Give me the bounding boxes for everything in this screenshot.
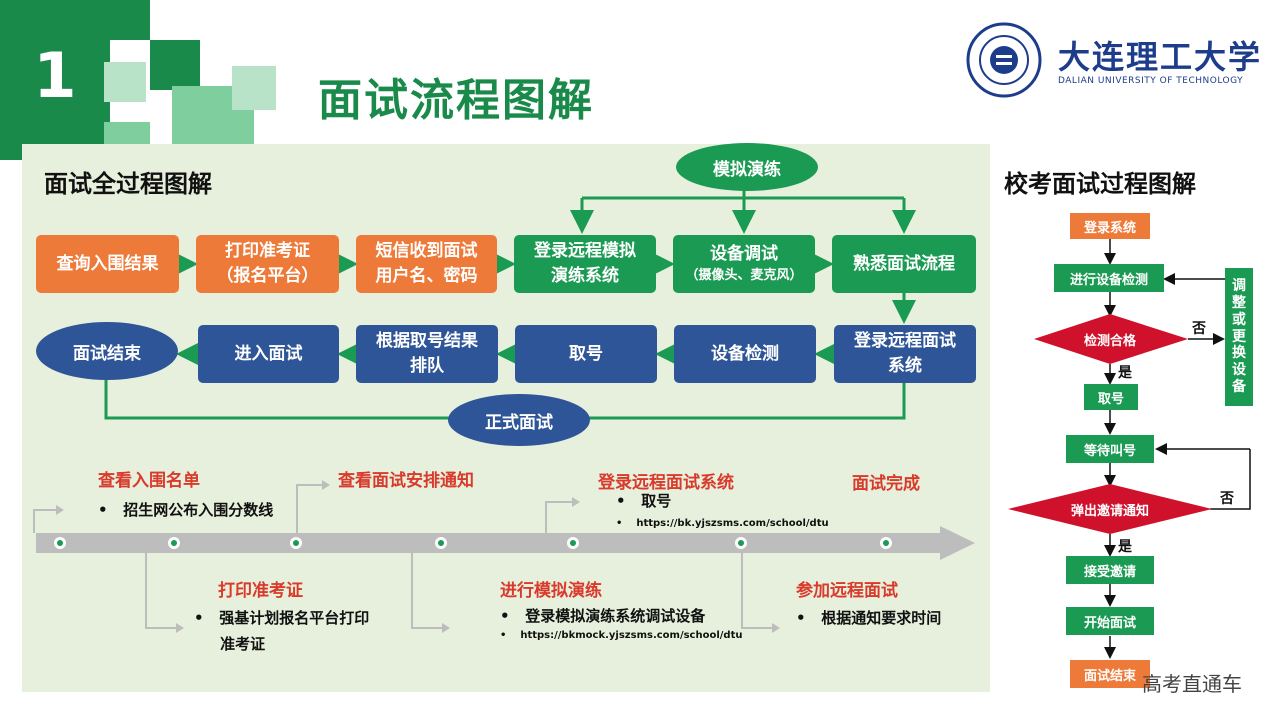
familiarize-step: 熟悉面试流程	[832, 235, 976, 293]
university-seal-icon	[966, 22, 1042, 98]
yes-label: 是	[1118, 365, 1132, 381]
page-title: 面试流程图解	[318, 75, 594, 126]
timeline-dot	[168, 537, 180, 549]
login-system-step: 登录系统	[1070, 213, 1150, 239]
invitation-decision: 弹出邀请通知	[1070, 503, 1149, 519]
device-check-step: 设备检测	[674, 325, 816, 383]
adjust-device-box: 调整或 更换设 备	[1225, 268, 1253, 406]
print-ticket-step: 打印准考证（报名平台）	[196, 235, 339, 293]
query-result-step: 查询入围结果	[36, 235, 179, 293]
formal-interview-node: 正式面试	[448, 394, 590, 446]
login-simulation-step: 登录远程模拟演练系统	[514, 235, 656, 293]
timeline-dot	[290, 537, 302, 549]
no-label: 否	[1220, 491, 1234, 507]
timeline-heading: 查看面试安排通知	[338, 471, 474, 491]
deco-square	[104, 62, 146, 102]
deco-square	[110, 0, 150, 40]
device-debug-step: 设备调试（摄像头、麦克风）	[673, 235, 815, 293]
panel-title: 面试全过程图解	[44, 170, 212, 198]
timeline-heading: 打印准考证	[218, 581, 303, 601]
interview-end-node: 面试结束	[36, 322, 178, 380]
timeline-dot	[567, 537, 579, 549]
timeline-url: • https://bk.yjszsms.com/school/dtu	[616, 518, 829, 529]
sms-credentials-step: 短信收到面试用户名、密码	[356, 235, 497, 293]
simulation-node: 模拟演练	[676, 143, 818, 191]
check-pass-decision: 检测合格	[1083, 333, 1136, 349]
timeline-heading: 登录远程面试系统	[598, 473, 734, 493]
timeline-item: • 根据通知要求时间	[796, 609, 942, 627]
timeline-dot	[435, 537, 447, 549]
deco-square	[150, 40, 200, 90]
start-interview-step: 开始面试	[1066, 607, 1154, 635]
timeline-item: • 强基计划报名平台打印 准考证	[194, 609, 370, 653]
timeline-dot	[54, 537, 66, 549]
timeline-dot	[880, 537, 892, 549]
take-number-flow-step: 取号	[1084, 384, 1138, 410]
no-label: 否	[1192, 321, 1206, 337]
wait-call-step: 等待叫号	[1066, 435, 1154, 463]
university-name-cn: 大连理工大学	[1058, 38, 1263, 76]
timeline-heading: 进行模拟演练	[500, 581, 602, 601]
watermark: 高考直通车	[1142, 672, 1242, 696]
device-check-flow-step: 进行设备检测	[1054, 264, 1164, 292]
queue-step: 根据取号结果排队	[356, 325, 498, 383]
interview-end-flow-step: 面试结束	[1070, 660, 1150, 688]
take-number-step: 取号	[515, 325, 657, 383]
enter-interview-step: 进入面试	[198, 325, 339, 383]
timeline-heading: 参加远程面试	[796, 581, 898, 601]
slide-number: 1	[0, 0, 110, 160]
timeline-dot	[735, 537, 747, 549]
university-name-en: DALIAN UNIVERSITY OF TECHNOLOGY	[1058, 76, 1244, 86]
right-panel-title: 校考面试过程图解	[1004, 170, 1196, 198]
timeline-item: • 登录模拟演练系统调试设备	[500, 607, 706, 625]
deco-square	[232, 66, 276, 110]
accept-invite-step: 接受邀请	[1066, 556, 1154, 584]
login-interview-step: 登录远程面试系统	[834, 325, 976, 383]
timeline-heading: 查看入围名单	[98, 471, 200, 491]
yes-label: 是	[1118, 539, 1132, 555]
timeline-url: • https://bkmock.yjszsms.com/school/dtu	[500, 630, 743, 641]
timeline-item: • 取号	[616, 492, 672, 510]
timeline-heading: 面试完成	[852, 474, 920, 494]
timeline-item: • 招生网公布入围分数线	[98, 501, 274, 519]
